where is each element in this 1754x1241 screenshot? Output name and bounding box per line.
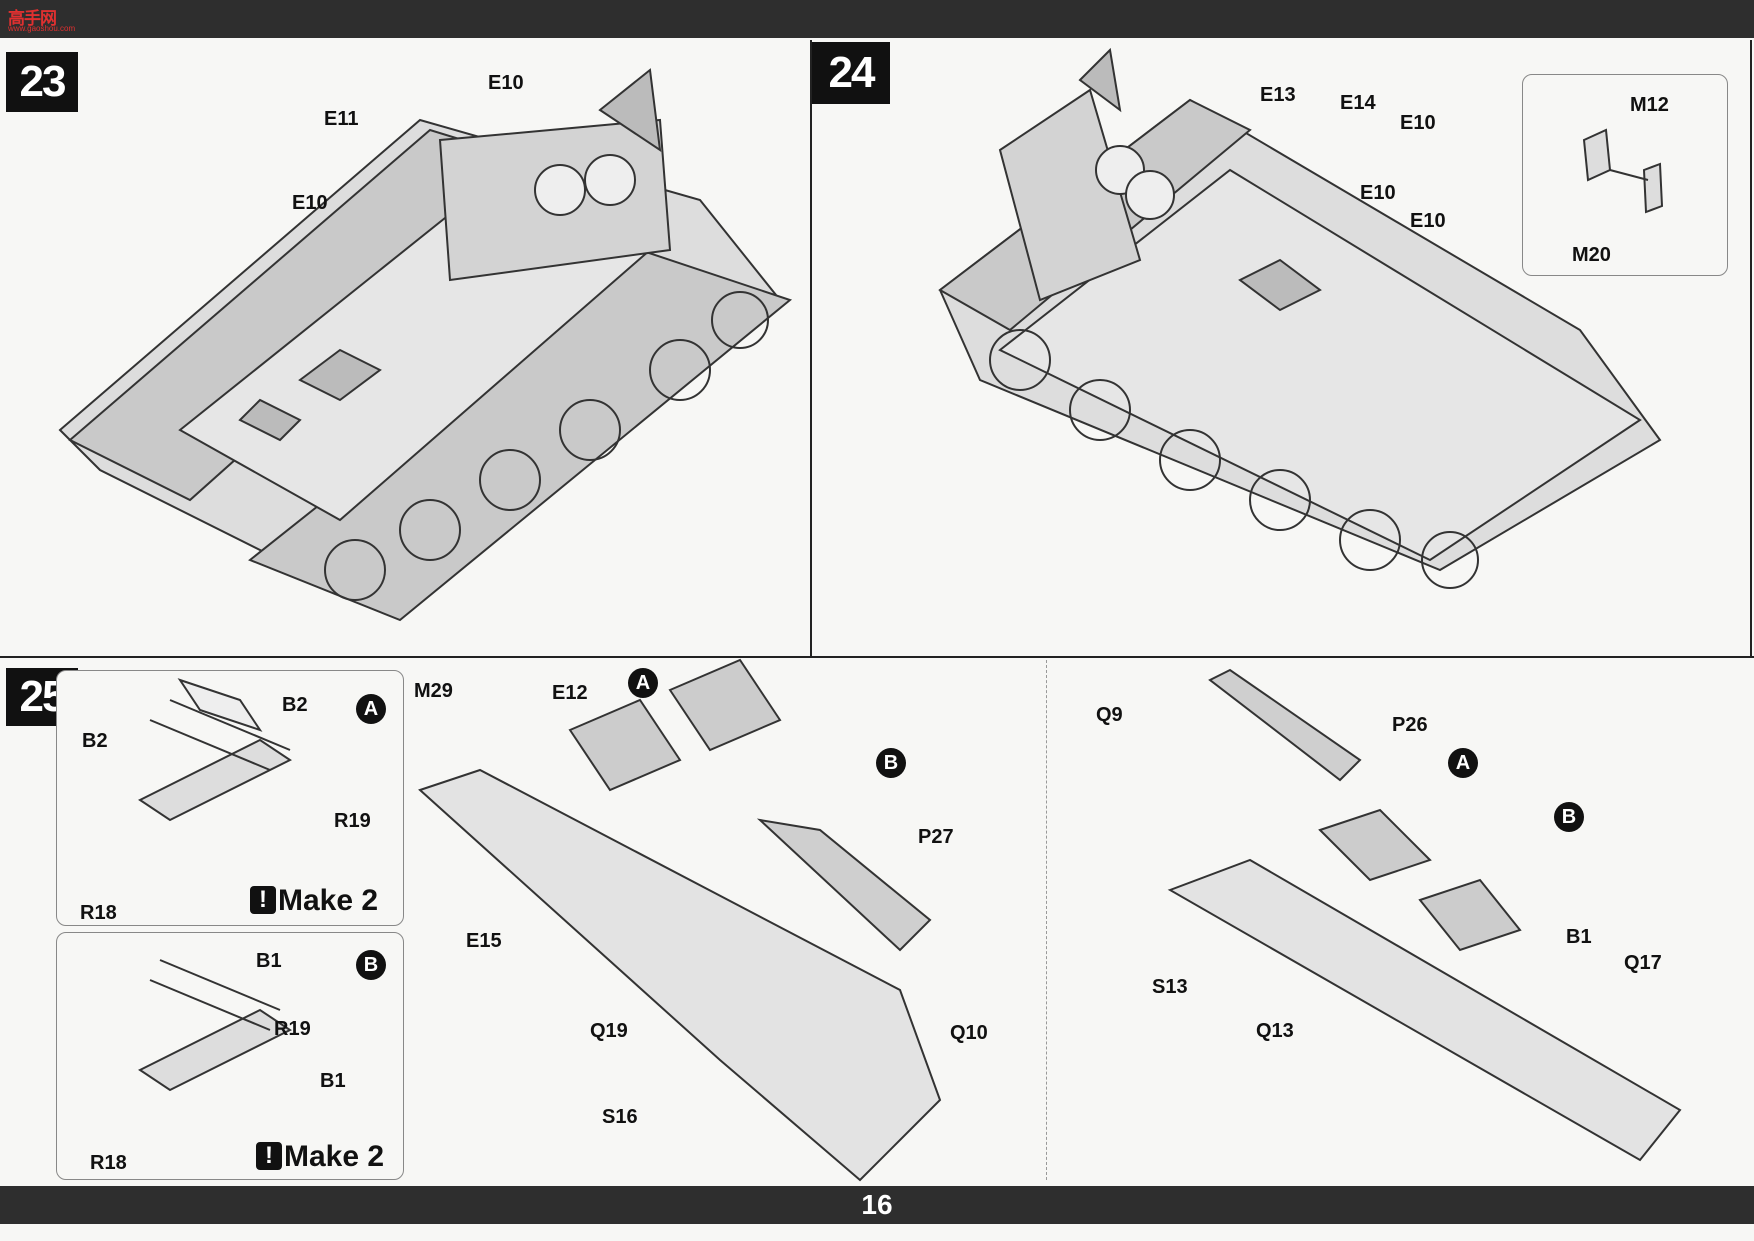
marker-b: B [356,950,386,980]
part-label: E14 [1340,92,1376,114]
watermark-logo: 高手网 www.gaoshou.com [6,4,76,34]
part-label: E10 [1360,182,1396,204]
marker-a: A [628,668,658,698]
step-number-23: 23 [6,52,78,112]
warning-icon: ! [256,1142,282,1170]
part-label: E13 [1260,84,1296,106]
part-label: Q17 [1624,952,1662,974]
page-number: 16 [861,1189,893,1220]
marker-a: A [1448,748,1478,778]
floor-plate-s13 [1167,668,1682,1162]
part-label: E10 [292,192,328,214]
marker-b: B [1554,802,1584,832]
part-label: B2 [282,694,308,716]
part-label: P26 [1392,714,1428,736]
shell-rack-a [138,678,292,822]
part-label: E12 [552,682,588,704]
part-label: Q9 [1096,704,1123,726]
top-bar [0,0,1754,38]
parts-m12-m20 [1582,128,1664,214]
part-label: Q13 [1256,1020,1294,1042]
part-label: M12 [1630,94,1669,116]
part-label: E15 [466,930,502,952]
floor-plate-s16 [418,658,942,1182]
tank-hull-step23 [58,68,793,622]
logo-url: www.gaoshou.com [8,24,76,33]
logo-text: 高手网 [8,9,57,28]
part-label: S13 [1152,976,1188,998]
part-label: S16 [602,1106,638,1128]
shell-rack-b [138,959,292,1092]
part-label: R19 [274,1018,311,1040]
divider-dashed [1046,660,1047,1180]
warning-icon: ! [250,886,276,914]
part-label: R18 [90,1152,127,1174]
part-label: R19 [334,810,371,832]
step-number-24: 24 [812,42,890,104]
subassembly-box-a [56,670,404,926]
part-label: E11 [324,108,359,130]
part-label: B2 [82,730,108,752]
part-label: P27 [918,826,954,848]
marker-b: B [876,748,906,778]
part-label: R18 [80,902,117,924]
part-label: Q10 [950,1022,988,1044]
divider-vertical-top [810,40,812,658]
marker-a: A [356,694,386,724]
part-label: B1 [320,1070,346,1092]
part-label: B1 [1566,926,1592,948]
divider-horizontal [0,656,1754,658]
divider-right-edge [1750,40,1752,658]
make-2-note: !Make 2 [250,884,378,918]
make-2-note: !Make 2 [256,1140,384,1174]
part-label: M29 [414,680,453,702]
bottom-bar [0,1186,1754,1224]
part-label: E10 [1400,112,1436,134]
part-label: E10 [1410,210,1446,232]
part-label: M20 [1572,244,1611,266]
part-label: E10 [488,72,524,94]
tank-hull-step24 [938,47,1662,589]
inset-box-m12 [1522,74,1728,276]
part-label: Q19 [590,1020,628,1042]
part-label: B1 [256,950,282,972]
